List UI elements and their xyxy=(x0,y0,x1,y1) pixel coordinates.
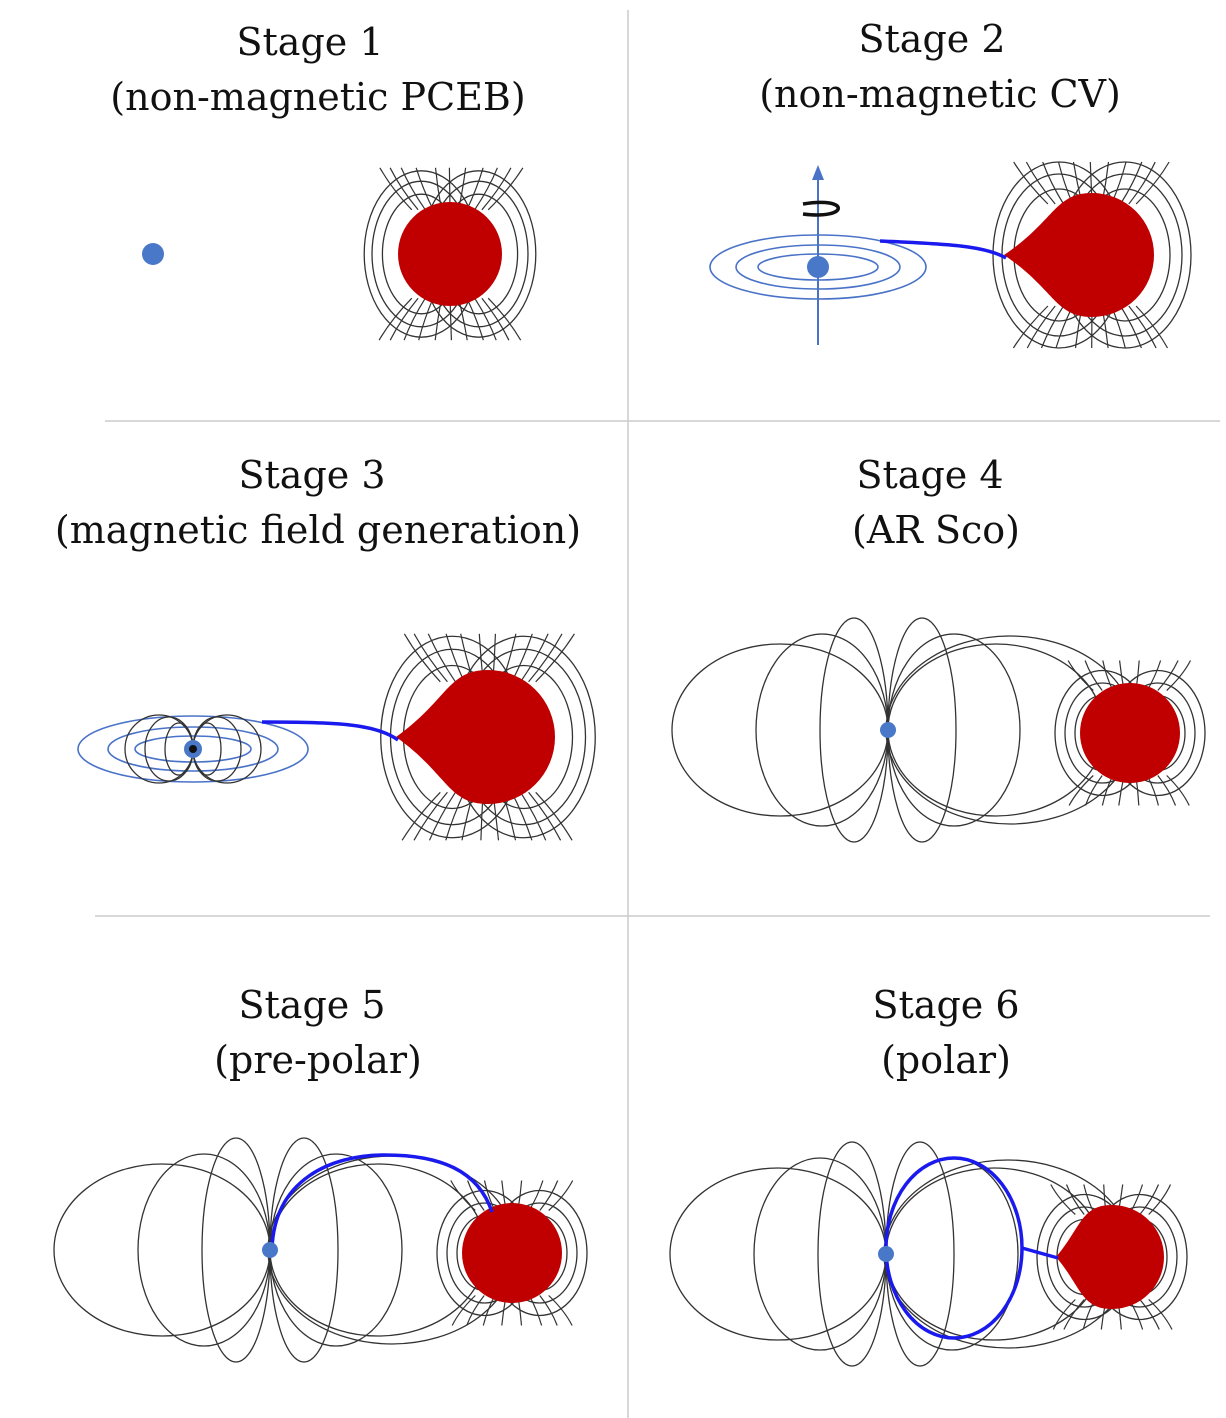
open-field-line xyxy=(1147,776,1158,806)
wd-field-loop xyxy=(888,644,1104,816)
wd-field-loop xyxy=(754,1158,886,1350)
open-field-line xyxy=(529,1296,541,1326)
stage-4-subtitle: (AR Sco) xyxy=(852,508,1020,552)
open-field-line xyxy=(1026,162,1055,204)
donor-star xyxy=(398,202,502,306)
stage-5-panel: Stage 5 (pre-polar) xyxy=(54,983,587,1362)
open-field-line xyxy=(404,634,440,682)
white-dwarf xyxy=(142,243,164,265)
white-dwarf xyxy=(878,1246,894,1262)
white-dwarf xyxy=(880,722,896,738)
stage-2-subtitle: (non-magnetic CV) xyxy=(759,72,1121,116)
open-field-line xyxy=(446,634,464,682)
axis-arrowhead xyxy=(812,165,824,180)
wd-field-loop xyxy=(888,618,956,842)
open-field-line xyxy=(404,298,425,340)
open-field-line xyxy=(1042,306,1064,348)
open-field-line xyxy=(483,1296,494,1326)
accretion-stream xyxy=(272,1155,492,1248)
wd-field-loop xyxy=(820,618,888,842)
open-field-line xyxy=(380,168,412,210)
stage-5-illustration xyxy=(54,1138,587,1362)
open-field-line xyxy=(1158,776,1176,806)
stage-1-title: Stage 1 xyxy=(236,20,383,64)
stage-1-illustration xyxy=(142,168,536,340)
open-field-line xyxy=(446,792,464,840)
open-field-line xyxy=(1140,1300,1160,1330)
wd-field-loop xyxy=(672,644,888,816)
open-field-line xyxy=(1147,661,1160,691)
open-field-line xyxy=(512,792,532,840)
white-dwarf-core xyxy=(189,745,197,753)
accretion-stream xyxy=(1022,1248,1058,1258)
open-field-line xyxy=(482,168,511,210)
donor-star xyxy=(462,1203,562,1303)
stage-5-title: Stage 5 xyxy=(238,983,385,1027)
stage-6-subtitle: (polar) xyxy=(881,1038,1011,1082)
donor-star xyxy=(396,670,555,804)
stage-3-title: Stage 3 xyxy=(238,453,385,497)
stage-3-illustration xyxy=(78,634,595,841)
white-dwarf xyxy=(262,1242,278,1258)
open-field-line xyxy=(416,168,433,210)
stage-3-panel: Stage 3 (magnetic field generation) xyxy=(55,453,595,840)
donor-star xyxy=(1056,1205,1164,1309)
stage-4-title: Stage 4 xyxy=(856,453,1003,497)
wd-field-loop xyxy=(270,1164,486,1336)
stage-4-illustration xyxy=(672,618,1205,842)
open-field-line xyxy=(512,634,533,682)
stage-2-illustration xyxy=(710,162,1191,348)
stage-1-panel: Stage 1 (non-magnetic PCEB) xyxy=(110,20,535,340)
open-field-line xyxy=(1067,1185,1085,1215)
wd-field-loop xyxy=(756,634,888,826)
open-field-line xyxy=(1158,661,1178,691)
spin-arrow-icon xyxy=(803,202,838,215)
stage-2-panel: Stage 2 (non-magnetic CV) xyxy=(710,17,1191,348)
stage-3-subtitle: (magnetic field generation) xyxy=(55,508,581,552)
stage-4-panel: Stage 4 (AR Sco) xyxy=(672,453,1205,842)
stage-6-title: Stage 6 xyxy=(872,983,1019,1027)
open-field-line xyxy=(467,168,483,210)
open-field-line xyxy=(467,1296,485,1326)
donor-star xyxy=(1004,193,1154,317)
open-field-line xyxy=(1140,1185,1159,1215)
accretion-stream xyxy=(262,722,398,740)
wd-field-loop xyxy=(818,1142,886,1366)
white-dwarf xyxy=(807,256,829,278)
wd-field-loop xyxy=(54,1164,270,1336)
open-field-line xyxy=(540,1181,558,1211)
wd-field-loop xyxy=(138,1154,270,1346)
open-field-line xyxy=(540,1296,557,1326)
stage-1-subtitle: (non-magnetic PCEB) xyxy=(110,75,525,119)
wd-field-loop xyxy=(202,1138,270,1362)
stage-6-panel: Stage 6 (polar) xyxy=(670,983,1187,1366)
accretion-stream xyxy=(880,241,1006,258)
wd-field-loop xyxy=(888,634,1020,826)
wd-field-loop xyxy=(886,1142,954,1366)
stage-6-illustration xyxy=(670,1142,1187,1366)
open-field-line xyxy=(467,298,484,340)
stage-5-subtitle: (pre-polar) xyxy=(214,1038,422,1082)
wd-field-loop xyxy=(270,1138,338,1362)
open-field-line xyxy=(475,298,497,340)
open-field-line xyxy=(529,1181,543,1211)
wd-field-loop xyxy=(670,1168,886,1340)
wd-field-loop xyxy=(270,1154,402,1346)
donor-star xyxy=(1080,683,1180,783)
stage-2-title: Stage 2 xyxy=(858,17,1005,61)
